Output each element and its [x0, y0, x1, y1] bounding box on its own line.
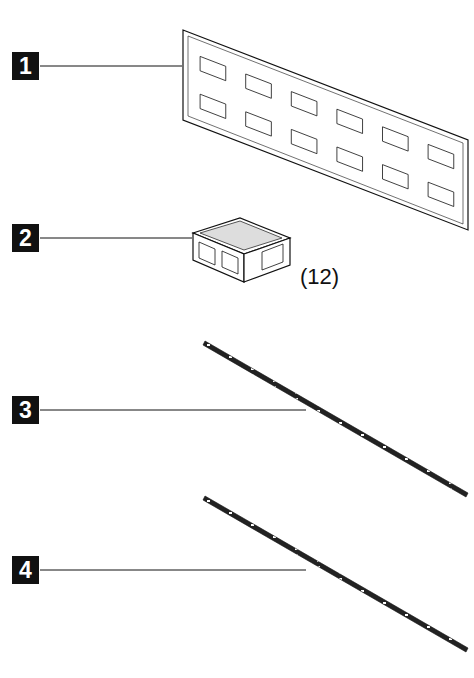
callout-number: 4	[12, 556, 39, 584]
callout-number: 2	[12, 224, 39, 252]
connector-slot	[337, 109, 363, 133]
callout-number: 3	[12, 396, 39, 424]
connector-slot	[291, 92, 317, 116]
drive-filler	[193, 218, 290, 282]
connector-slot	[291, 129, 317, 153]
connector-slot	[428, 182, 454, 206]
rails	[203, 341, 468, 652]
connector-slot	[246, 74, 272, 98]
connector-slot	[337, 147, 363, 171]
quantity-label: (12)	[300, 264, 339, 290]
connector-slot	[246, 112, 272, 136]
connector-slot	[428, 144, 454, 168]
connector-slot	[383, 127, 409, 151]
connector-slot	[383, 165, 409, 189]
connector-slot	[200, 94, 226, 118]
backplane	[183, 30, 468, 230]
callout-number: 1	[12, 52, 39, 80]
connector-slot	[200, 56, 226, 80]
